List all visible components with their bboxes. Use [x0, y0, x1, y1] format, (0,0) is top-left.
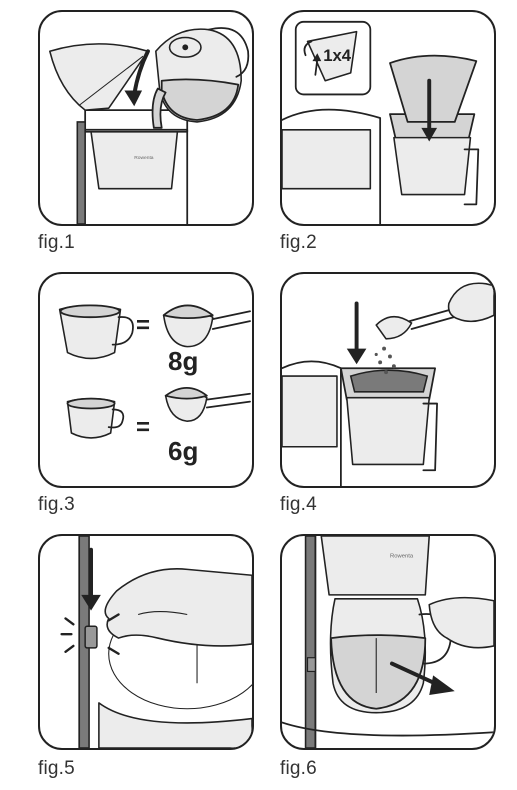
- figure-5-caption: fig.5: [38, 758, 75, 779]
- switch-on-illustration: [60, 536, 252, 748]
- figure-1-caption: fig.1: [38, 232, 75, 253]
- fill-tank-illustration: Rowenta: [49, 27, 250, 224]
- figure-5-switch-on: [38, 534, 254, 750]
- remove-carafe-illustration: Rowenta: [282, 536, 494, 748]
- equals-sign-large: =: [136, 312, 151, 339]
- coffee-dose-illustration: [58, 304, 251, 439]
- figure-3-coffee-dose: = 8g = 6g: [38, 272, 254, 488]
- dose-small-amount: 6g: [168, 436, 199, 466]
- add-coffee-illustration: [282, 282, 494, 486]
- figure-4-add-coffee: [280, 272, 496, 488]
- equals-sign-small: =: [136, 414, 151, 441]
- figure-2-insert-filter: 1x4: [280, 10, 496, 226]
- brand-label: Rowenta: [134, 155, 154, 161]
- insert-filter-illustration: 1x4: [282, 20, 480, 224]
- figure-3-caption: fig.3: [38, 494, 75, 515]
- filter-fold-badge: 1x4: [323, 46, 352, 65]
- figure-1-fill-water-tank: Rowenta: [38, 10, 254, 226]
- brand-label-fig6: Rowenta: [390, 554, 414, 560]
- figure-6-remove-carafe: Rowenta: [280, 534, 496, 750]
- figure-6-caption: fig.6: [280, 758, 317, 779]
- figure-2-caption: fig.2: [280, 232, 317, 253]
- figure-4-caption: fig.4: [280, 494, 317, 515]
- dose-large-amount: 8g: [168, 346, 199, 376]
